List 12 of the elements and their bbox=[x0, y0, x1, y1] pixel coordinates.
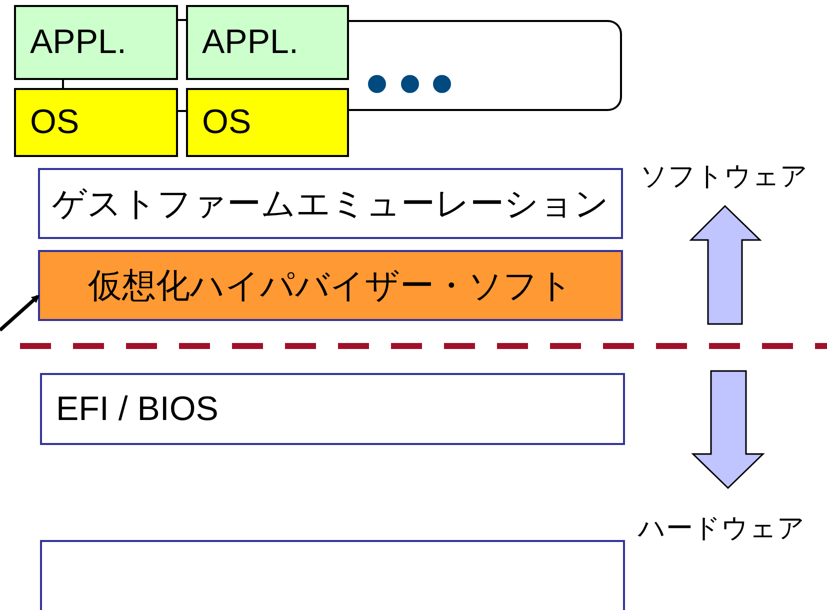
side-label: ソフトウェア bbox=[640, 160, 808, 193]
application-box: APPL. bbox=[14, 5, 178, 80]
layer-box: ゲストファームエミューレーション bbox=[38, 168, 623, 239]
empty-box bbox=[40, 540, 625, 610]
layer-box: 仮想化ハイパバイザー・ソフト bbox=[38, 250, 623, 321]
application-box: APPL. bbox=[186, 5, 349, 80]
os-box: OS bbox=[186, 88, 349, 157]
rounded-box bbox=[349, 20, 622, 111]
arrow bbox=[0, 294, 40, 332]
layer-box: EFI / BIOS bbox=[40, 373, 625, 445]
side-label: ハードウェア bbox=[638, 512, 805, 545]
os-box: OS bbox=[14, 88, 178, 157]
